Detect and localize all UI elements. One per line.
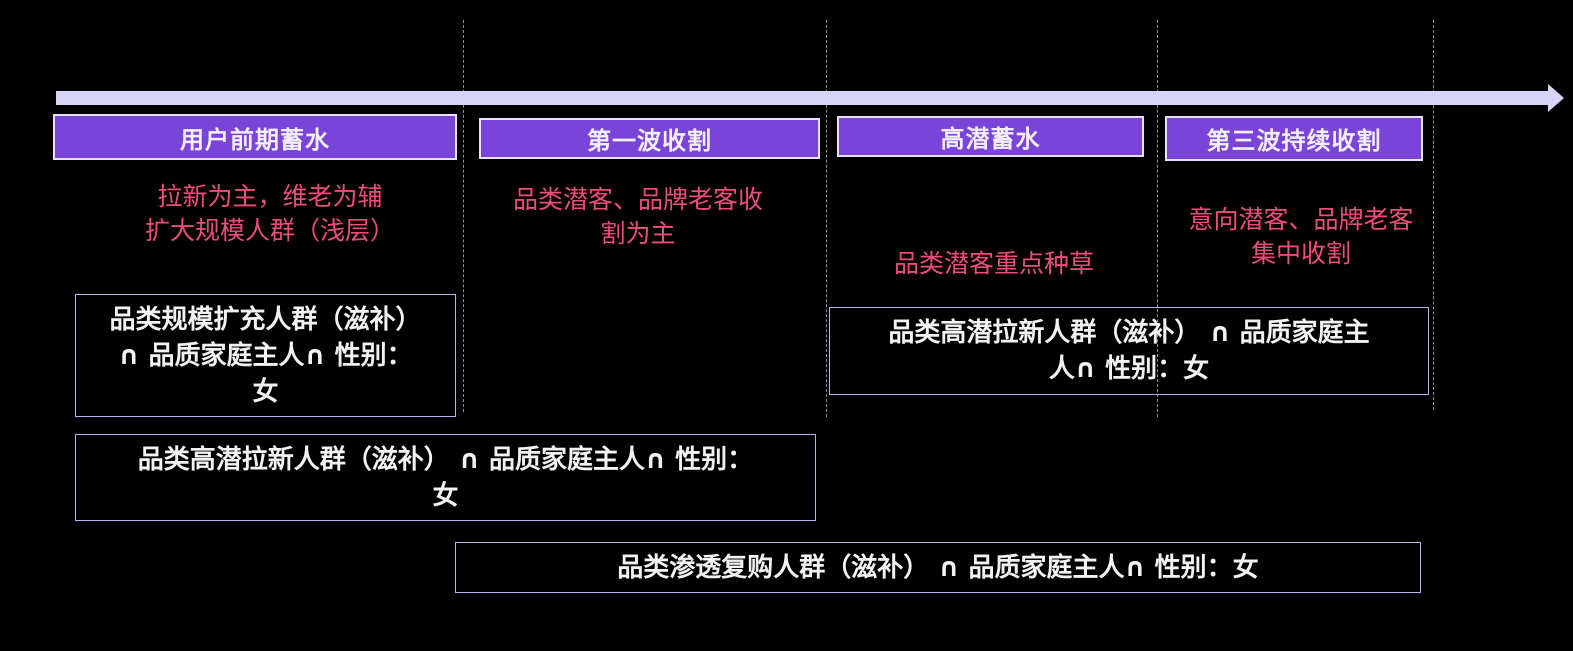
phase-header-high-potential-accumulation: 高潜蓄水 [837,116,1144,157]
audience-segment-line: 品类规模扩充人群（滋补） [109,304,422,335]
audience-segment-scale-expansion: 品类规模扩充人群（滋补） ∩ 品质家庭主人∩ 性别： 女 [75,294,456,417]
phase-header-first-harvest: 第一波收割 [479,118,820,159]
audience-segment-penetration-repurchase: 品类渗透复购人群（滋补） ∩ 品质家庭主人∩ 性别：女 [455,542,1421,593]
strategy-note-line: 品类潜客重点种草 [893,249,1094,278]
timeline-arrow-head [1548,84,1564,112]
strategy-note-high-potential: 品类潜客重点种草 [860,247,1128,281]
strategy-note-line: 割为主 [600,219,676,248]
phase-divider-4 [1433,20,1434,410]
strategy-note-line: 拉新为主，维老为辅 [157,182,383,211]
audience-segment-line: 品类渗透复购人群（滋补） ∩ 品质家庭主人∩ 性别：女 [617,552,1259,583]
audience-segment-high-potential-early: 品类高潜拉新人群（滋补） ∩ 品质家庭主人∩ 性别： 女 [75,434,816,521]
phase-header-third-harvest: 第三波持续收割 [1165,116,1423,161]
audience-segment-line: 品类高潜拉新人群（滋补） ∩ 品质家庭主 [888,318,1370,348]
strategy-note-first-harvest: 品类潜客、品牌老客收 割为主 [478,183,798,251]
strategy-note-line: 品类潜客、品牌老客收 [512,185,763,214]
phase-header-early-accumulation: 用户前期蓄水 [53,114,457,160]
audience-segment-line: 品类高潜拉新人群（滋补） ∩ 品质家庭主人∩ 性别： [137,444,754,475]
audience-segment-line: 女 [432,480,459,511]
strategy-note-line: 意向潜客、品牌老客 [1188,205,1414,234]
strategy-note-early: 拉新为主，维老为辅 扩大规模人群（浅层） [100,180,440,248]
strategy-note-line: 扩大规模人群（浅层） [144,216,395,245]
audience-segment-line: 女 [252,376,279,407]
phase-divider-1 [463,20,464,412]
audience-segment-line: ∩ 品质家庭主人∩ 性别： [118,340,413,371]
timeline-arrow-shaft [56,91,1550,105]
audience-segment-high-potential-late: 品类高潜拉新人群（滋补） ∩ 品质家庭主 人∩ 性别：女 [829,307,1429,395]
phase-divider-2 [826,20,827,417]
phase-divider-3 [1157,20,1158,417]
strategy-note-line: 集中收割 [1250,239,1351,268]
strategy-note-third-harvest: 意向潜客、品牌老客 集中收割 [1166,203,1436,271]
audience-segment-line: 人∩ 性别：女 [1048,354,1210,384]
